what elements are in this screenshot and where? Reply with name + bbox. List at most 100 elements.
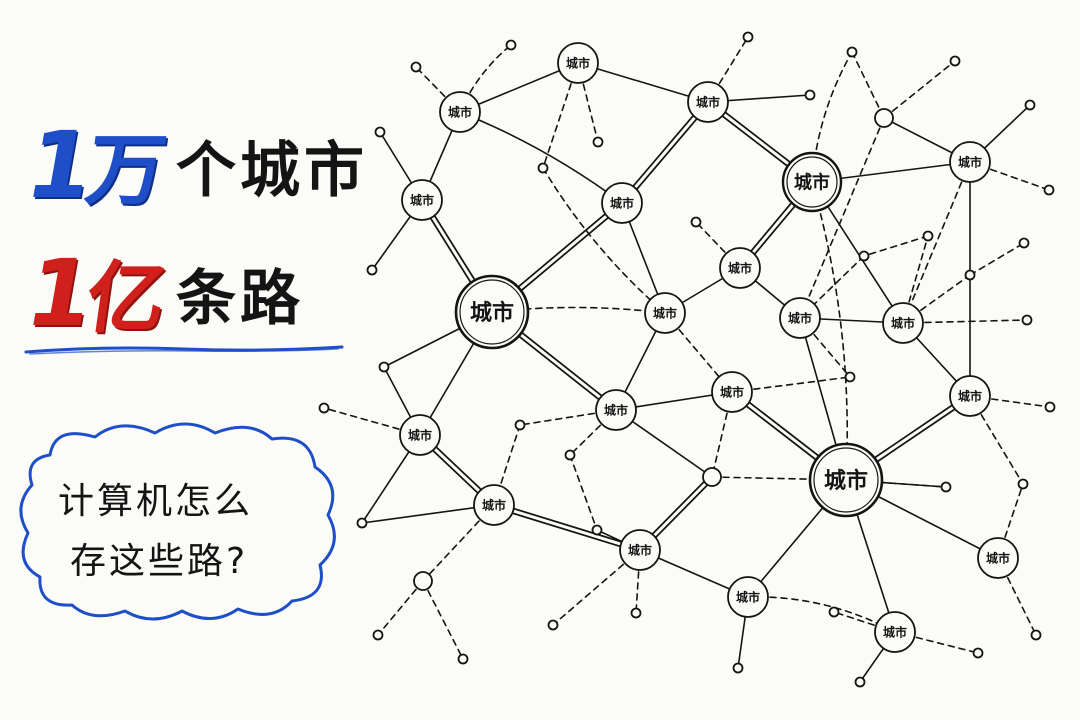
junction-dot-d13	[690, 216, 702, 228]
city-node-m18: 城市	[977, 537, 1019, 579]
city-label: 城市	[408, 427, 432, 442]
junction-dot-e3	[413, 571, 433, 591]
dashed-road-55	[707, 36, 749, 103]
city-label: 城市	[653, 305, 677, 320]
question-bubble	[19, 422, 336, 621]
junction-dot-d35	[972, 647, 984, 659]
title-underline	[24, 345, 344, 355]
junction-dot-d18	[1021, 314, 1033, 326]
junction-dot-d32	[630, 607, 642, 619]
city-label: 城市	[986, 550, 1010, 565]
junction-dot-d31	[457, 653, 469, 665]
city-label: 城市	[696, 94, 720, 109]
city-label: 城市	[566, 55, 590, 70]
junction-dot-e1	[874, 108, 894, 128]
junction-dot-d34	[854, 676, 866, 688]
junction-dot-d29	[547, 619, 559, 631]
city-label: 城市	[891, 315, 915, 330]
junction-dot-d16	[964, 269, 976, 281]
dashed-road-72	[997, 557, 1037, 636]
junction-dot-d5	[804, 89, 816, 101]
city-label: 城市	[610, 195, 634, 210]
junction-dot-d28	[591, 524, 603, 536]
city-node-c2: 城市	[781, 151, 843, 213]
title-line-roads: 1亿条路	[19, 236, 305, 348]
city-label: 城市	[824, 468, 868, 494]
city-nodes: 城市城市城市城市城市城市城市城市城市城市城市城市城市城市城市城市城市城市城市城市…	[318, 31, 1056, 688]
junction-dot-e2	[702, 467, 722, 487]
road-count-label: 条路	[176, 264, 305, 334]
junction-dot-d1	[410, 61, 422, 73]
dashed-road-56	[851, 51, 885, 119]
junction-dot-d37	[828, 606, 840, 618]
junction-dot-d14	[922, 230, 934, 242]
city-node-m14: 城市	[399, 414, 441, 456]
dashed-road-40	[323, 407, 421, 436]
junction-dot-d15	[858, 250, 870, 262]
city-label: 城市	[470, 300, 514, 326]
city-label: 城市	[728, 260, 752, 275]
dashed-road-88	[902, 161, 971, 324]
city-node-m15: 城市	[473, 484, 515, 526]
road-16	[459, 111, 623, 204]
dashed-road-85	[811, 181, 849, 481]
city-label: 城市	[628, 542, 652, 557]
city-node-m17: 城市	[727, 576, 769, 618]
junction-dot-d36	[1030, 629, 1042, 641]
city-node-m4: 城市	[949, 141, 991, 183]
junction-dot-d17	[1018, 237, 1030, 249]
bubble-text-line2: 存这些路?	[70, 541, 249, 582]
dashed-road-70	[711, 476, 847, 481]
junction-dot-d22	[318, 402, 330, 414]
junction-dot-d24	[564, 449, 576, 461]
junction-dot-d4	[742, 31, 754, 43]
city-node-c3: 城市	[808, 442, 884, 518]
city-node-m19: 城市	[874, 611, 916, 653]
dashed-road-59	[799, 117, 885, 319]
city-label: 城市	[604, 402, 628, 417]
city-node-m3: 城市	[687, 81, 729, 123]
junction-dot-d10	[374, 126, 386, 138]
city-label: 城市	[410, 192, 434, 207]
city-label: 城市	[958, 154, 982, 169]
dashed-road-75	[747, 596, 896, 633]
dashed-road-86	[997, 483, 1024, 559]
city-node-m13: 城市	[949, 375, 991, 417]
dashed-road-62	[902, 235, 929, 324]
dashed-road-43	[377, 580, 424, 636]
city-label: 城市	[736, 589, 760, 604]
junction-dot-d11	[366, 264, 378, 276]
city-node-m2: 城市	[557, 42, 599, 84]
dashed-road-73	[894, 631, 979, 654]
junction-dot-d27	[356, 517, 368, 529]
city-count-label: 个城市	[176, 136, 369, 206]
city-node-m12: 城市	[595, 389, 637, 431]
city-node-m11: 城市	[711, 371, 753, 413]
junction-dot-d12	[537, 162, 549, 174]
city-node-m5: 城市	[401, 179, 443, 221]
city-label: 城市	[883, 624, 907, 639]
junction-dot-d21	[378, 361, 390, 373]
dashed-road-58	[883, 60, 956, 119]
junction-dot-d19	[844, 371, 856, 383]
city-node-m6: 城市	[601, 182, 643, 224]
junction-dot-d25	[940, 481, 952, 493]
city-node-m16: 城市	[619, 529, 661, 571]
junction-dot-d8	[1024, 99, 1036, 111]
dashed-road-44	[422, 580, 464, 660]
dashed-road-84	[542, 167, 666, 314]
city-label: 城市	[958, 388, 982, 403]
junction-dot-d33	[732, 662, 744, 674]
junction-dot-d7	[949, 55, 961, 67]
dashed-road-48	[519, 409, 617, 426]
junction-dot-d6	[846, 46, 858, 58]
dashed-road-66	[863, 235, 929, 257]
title-line-cities: 1万个城市	[19, 108, 369, 220]
dashed-road-64	[969, 242, 1025, 276]
junction-dot-d26	[1017, 478, 1029, 490]
city-node-m7: 城市	[719, 247, 761, 289]
city-node-m9: 城市	[779, 297, 821, 339]
junction-dot-d23	[514, 419, 526, 431]
city-label: 城市	[794, 171, 830, 193]
